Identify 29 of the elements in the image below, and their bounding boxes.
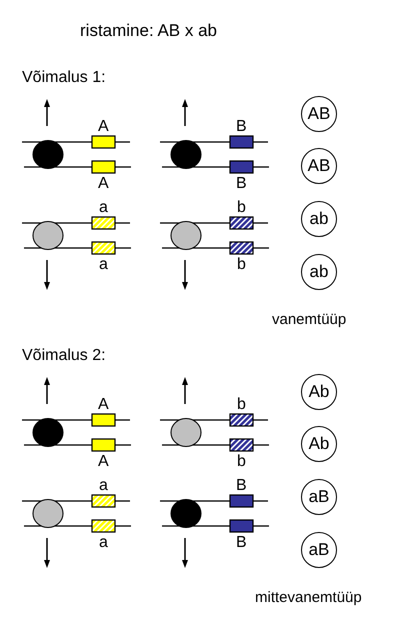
gamete-circle: Ab	[301, 426, 337, 462]
gamete-circle: AB	[301, 148, 337, 184]
allele-label: B	[236, 478, 247, 494]
gamete-circle: aB	[301, 532, 337, 568]
gamete-circle: aB	[301, 479, 337, 515]
gamete-circle: ab	[301, 201, 337, 237]
section-caption: mittevanemtüüp	[255, 590, 362, 605]
allele-label: B	[236, 535, 247, 551]
section-heading: Võimalus 2:	[22, 348, 106, 364]
gamete-circle: AB	[301, 96, 337, 132]
allele-label: A	[98, 454, 109, 470]
allele-label: B	[236, 119, 247, 135]
allele-label: B	[236, 176, 247, 192]
title: ristamine: AB x ab	[80, 22, 218, 39]
allele-label: b	[237, 397, 246, 413]
section-caption: vanemtüüp	[272, 312, 346, 327]
allele-label: A	[98, 119, 109, 135]
section-heading: Võimalus 1:	[22, 70, 106, 86]
allele-label: b	[237, 257, 246, 273]
allele-label: a	[99, 257, 108, 273]
gamete-circle: Ab	[301, 374, 337, 410]
allele-label: A	[98, 176, 109, 192]
allele-label: a	[99, 535, 108, 551]
allele-label: a	[99, 478, 108, 494]
gamete-circle: ab	[301, 254, 337, 290]
allele-label: b	[237, 200, 246, 216]
allele-label: b	[237, 454, 246, 470]
allele-label: a	[99, 200, 108, 216]
allele-label: A	[98, 397, 109, 413]
